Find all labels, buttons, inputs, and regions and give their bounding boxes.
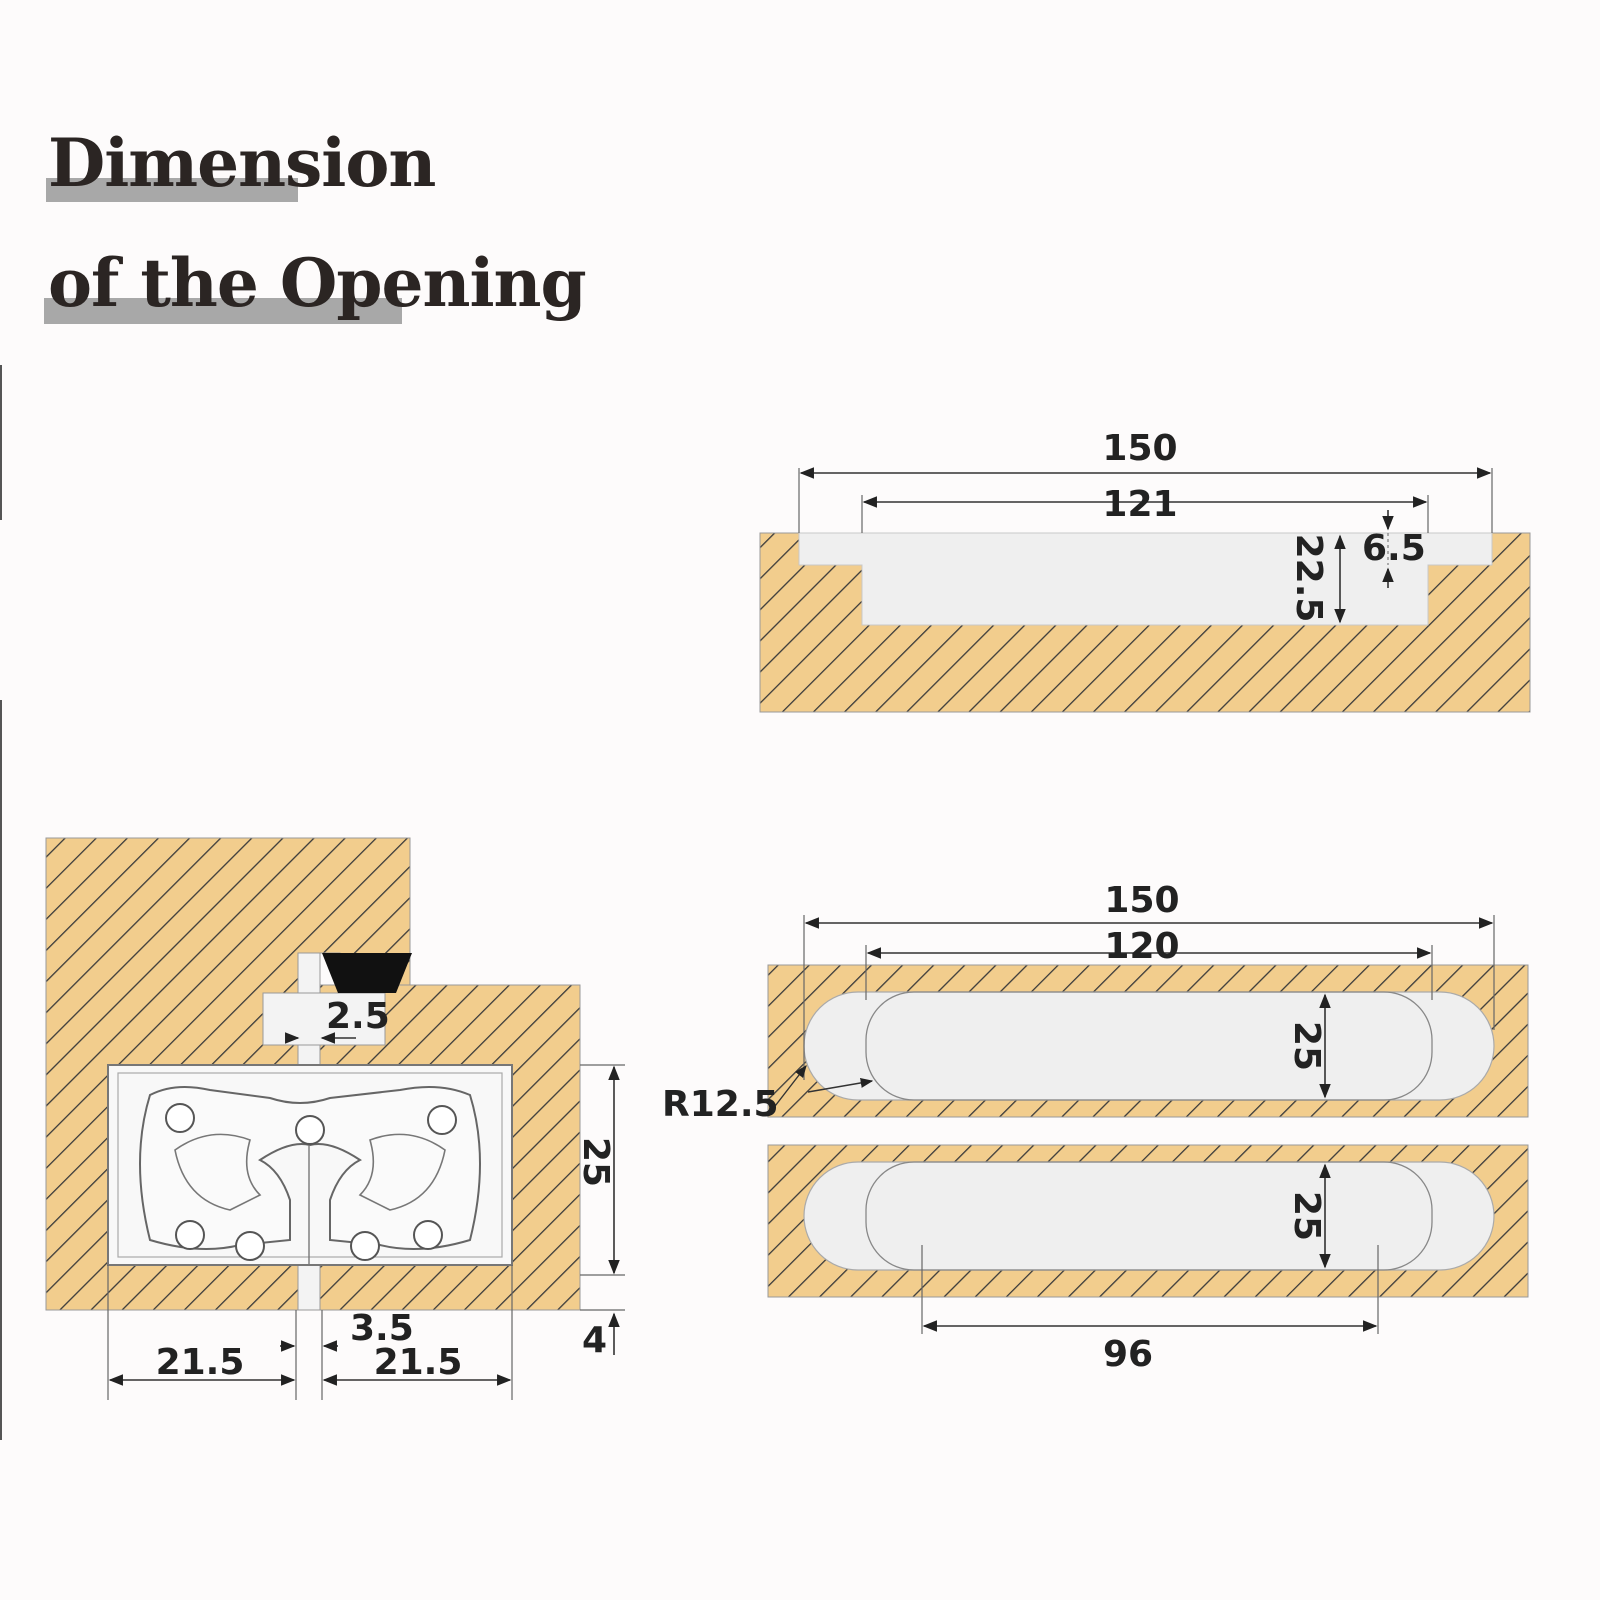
- pocket-outer-length-label: 150: [1104, 880, 1179, 921]
- pocket-radius-label: R12.5: [662, 1084, 779, 1125]
- hinge-hole: [295, 1115, 325, 1145]
- top-slot-step-depth-label: 6.5: [1362, 528, 1426, 569]
- page-title-line-2: of the Opening: [48, 244, 587, 322]
- pocket-lower-inner-outline: [865, 1161, 1433, 1271]
- pocket-radius-leader: [771, 1065, 807, 1111]
- left-edge-line-top: [0, 365, 2, 520]
- pocket-upper-slot: [803, 991, 1495, 1101]
- pocket-upper-inner-outline: [865, 991, 1433, 1101]
- left-edge-line-bottom: [0, 700, 2, 1440]
- hinge-right-width-label: 21.5: [374, 1342, 463, 1383]
- pocket-view: 150 120 25 25 R12.5 96: [662, 880, 1529, 1375]
- hinge-hole: [427, 1105, 457, 1135]
- page-title-line-1: Dimension: [48, 124, 436, 202]
- top-slot-view: 150 121 22.5 6.5: [759, 428, 1531, 713]
- hinge-section-view: 2.5 25 4 21.5 21.5 3.5: [45, 837, 625, 1400]
- hinge-hole: [165, 1103, 195, 1133]
- pocket-lower-slot: [803, 1161, 1495, 1271]
- hinge-center-gap-label: 3.5: [350, 1308, 414, 1349]
- hinge-bottom-offset-label: 4: [582, 1320, 607, 1361]
- hinge-hole: [350, 1231, 380, 1261]
- hinge-hole: [175, 1220, 205, 1250]
- pocket-lower-width-label: 25: [1286, 1191, 1327, 1241]
- top-slot-depth-label: 22.5: [1288, 534, 1329, 623]
- hinge-hole: [413, 1220, 443, 1250]
- hinge-gap-label: 2.5: [326, 996, 390, 1037]
- heading-underline-2: [44, 298, 402, 324]
- hinge-black-seal: [322, 953, 412, 993]
- pocket-hole-spacing-label: 96: [1103, 1334, 1153, 1375]
- heading-underline-1: [46, 178, 298, 202]
- pocket-inner-length-label: 120: [1104, 926, 1179, 967]
- hinge-hole: [235, 1231, 265, 1261]
- top-slot-outer-length-label: 150: [1102, 428, 1177, 469]
- top-slot-cavity: [798, 532, 1493, 626]
- hinge-height-label: 25: [575, 1137, 616, 1187]
- pocket-upper-width-label: 25: [1286, 1021, 1327, 1071]
- top-slot-inner-length-label: 121: [1102, 484, 1177, 525]
- hinge-left-width-label: 21.5: [156, 1342, 245, 1383]
